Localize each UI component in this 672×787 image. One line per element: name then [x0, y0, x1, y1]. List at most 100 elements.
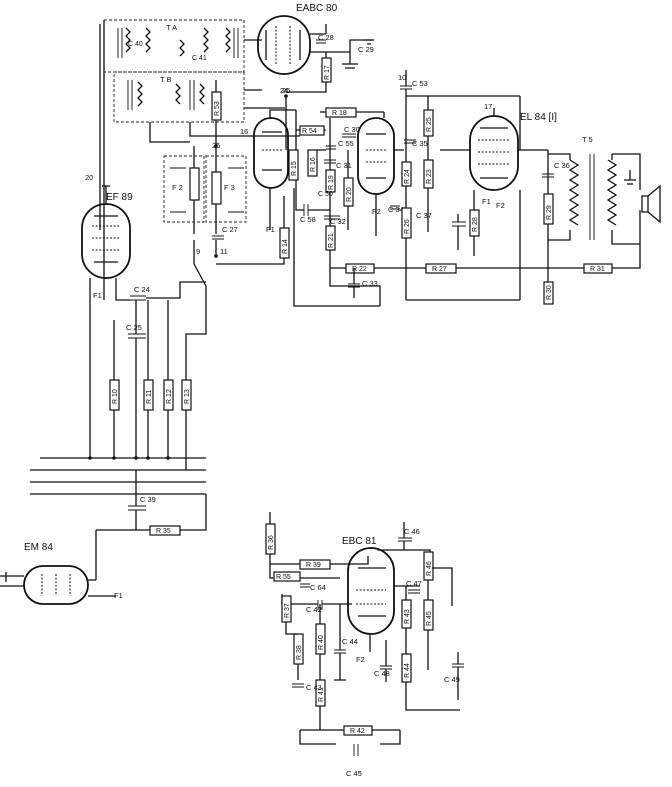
label-eabc80: EABC 80 [296, 3, 338, 14]
label-c31: C 31 [336, 161, 352, 170]
label-r11: R 11 [146, 390, 153, 404]
label-r53: R 53 [214, 101, 221, 116]
label-c42: C 42 [306, 605, 322, 614]
pin-f1-em84: F1 [114, 591, 123, 600]
label-c36: C 36 [554, 161, 570, 170]
label-r22: R 22 [352, 266, 367, 273]
tube-eabc80: EABC 80 [257, 3, 338, 75]
pin-f2-ebc81: F2 [356, 655, 365, 664]
label-c41: C 41 [192, 55, 207, 62]
label-c58: C 58 [300, 215, 316, 224]
label-c53: C 53 [412, 79, 428, 88]
label-r14: R 14 [282, 239, 289, 254]
resistor-r22 [345, 263, 375, 274]
af-stage: 16 F1 R 15 C 58 R 14 R 54 R 18 C 30 C 55… [216, 70, 661, 307]
label-c39: C 39 [140, 495, 156, 504]
label-r27: R 27 [432, 266, 447, 273]
label-em84: EM 84 [24, 542, 53, 553]
label-r21: R 21 [328, 233, 335, 248]
transformer-tb-shield [113, 71, 245, 123]
label-ef89: EF 89 [106, 192, 133, 203]
label-r40: R 40 [318, 635, 325, 650]
filter-f3-resistor [211, 171, 222, 205]
label-r35: R 35 [156, 528, 171, 535]
label-r31: R 31 [590, 266, 605, 273]
label-r18: R 18 [332, 110, 347, 117]
label-tb: T B [160, 75, 172, 84]
label-r15: R 15 [291, 161, 298, 176]
node-9: 9 [196, 247, 200, 256]
node-17: 17 [484, 102, 492, 111]
label-c25: C 25 [126, 323, 142, 332]
label-c55: C 55 [338, 139, 354, 148]
coil [225, 27, 231, 53]
label-r54: R 54 [302, 128, 317, 135]
pin-f1-ef89: F1 [93, 291, 102, 300]
tube-em84 [23, 565, 89, 605]
coil [137, 81, 143, 107]
label-r38: R 38 [296, 645, 303, 660]
t5-secondary [606, 159, 618, 226]
node-16: 16 [240, 127, 248, 136]
label-r28: R 28 [472, 217, 479, 232]
resistor-r13 [181, 379, 192, 411]
label-r42: R 42 [350, 728, 365, 735]
label-r43: R 43 [404, 609, 411, 624]
label-r23: R 23 [426, 169, 433, 184]
tube-el84 [469, 115, 519, 191]
label-c35: C 35 [412, 139, 428, 148]
pin-f2-el84: F2 [496, 201, 505, 210]
label-r36: R 36 [268, 535, 275, 550]
resistor-r42 [343, 725, 373, 736]
label-ta: T A [166, 23, 177, 32]
t5-primary [568, 159, 580, 226]
resistor-r15 [288, 149, 299, 181]
label-r46: R 46 [426, 561, 433, 576]
resistor-r29 [543, 193, 554, 225]
coil [125, 27, 131, 53]
node-10: 10 [398, 73, 406, 82]
em84-indicator: EM 84 F1 [0, 542, 123, 605]
label-c32: C 32 [330, 217, 346, 226]
label-r44: R 44 [404, 663, 411, 678]
label-c28: C 28 [318, 33, 334, 42]
tube-ebc81 [347, 547, 395, 635]
coil [175, 83, 181, 105]
label-r19: R 19 [328, 175, 335, 190]
label-ebc81: EBC 81 [342, 536, 377, 547]
coil [179, 39, 185, 57]
label-c24: C 24 [134, 285, 150, 294]
label-c30: C 30 [344, 125, 360, 134]
label-c33: C 33 [362, 279, 378, 288]
resistor-r16 [307, 149, 318, 177]
label-r26: R 26 [404, 219, 411, 234]
tube-triode-1 [253, 117, 289, 189]
label-c40: C 40 [128, 41, 143, 48]
label-c47: C 47 [406, 579, 422, 588]
node-26: 26 [282, 86, 290, 95]
speaker-icon [641, 184, 661, 224]
label-r25: R 25 [426, 117, 433, 132]
coil [199, 83, 205, 105]
label-el84: EL 84 [I] [520, 112, 557, 123]
label-c48: C 48 [374, 669, 390, 678]
label-c29: C 29 [358, 45, 374, 54]
node-20: 20 [85, 173, 93, 182]
label-c46: C 46 [404, 527, 420, 536]
resistor-r55 [273, 571, 301, 582]
label-c50: C 50 [318, 191, 333, 198]
label-r37: R 37 [284, 603, 291, 618]
resistor-r19 [325, 169, 336, 193]
filter-f3-shield [205, 155, 247, 223]
label-r10: R 10 [112, 389, 119, 404]
label-r39: R 39 [306, 562, 321, 569]
node-24: 24 [280, 86, 288, 95]
tube-triode-2 [357, 117, 395, 195]
label-r29: R 29 [546, 205, 553, 220]
label-c37: C 37 [416, 211, 432, 220]
label-c27: C 27 [222, 225, 238, 234]
ebc81-section: R 36 R 39 R 55 C 64 C 42 EBC 81 F2 R 37 … [265, 512, 464, 778]
pin-f1-el84: F1 [482, 197, 491, 206]
tube-ef89 [81, 203, 131, 279]
